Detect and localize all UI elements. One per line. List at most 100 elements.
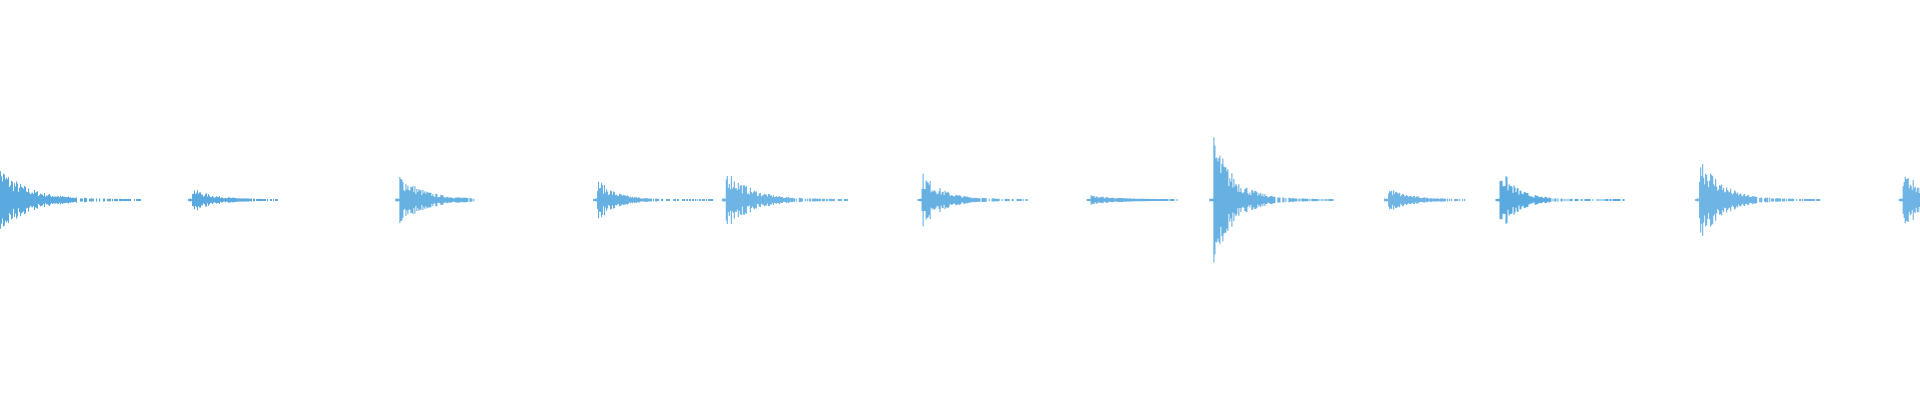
waveform-bar [918, 199, 920, 201]
waveform-bar [467, 198, 469, 202]
waveform-bar [819, 198, 821, 202]
waveform-bar [1251, 189, 1253, 211]
waveform-bar [1230, 181, 1232, 219]
waveform-bar [966, 196, 968, 204]
waveform-bar [1575, 199, 1577, 201]
waveform-bar [1780, 198, 1782, 202]
waveform-bar [473, 198, 475, 202]
waveform-bar [1394, 193, 1396, 207]
waveform-bar [960, 196, 962, 204]
waveform-bar [1157, 199, 1159, 201]
waveform-bar [1210, 198, 1212, 202]
waveform-event [395, 177, 475, 224]
waveform-bar [1398, 193, 1400, 207]
waveform-bar [1012, 199, 1014, 201]
waveform-bar [1119, 198, 1121, 202]
waveform-bar [449, 197, 451, 203]
waveform-bar [973, 198, 975, 202]
waveform-bar [1124, 198, 1126, 202]
waveform-bar [937, 193, 939, 207]
waveform-bar [595, 198, 597, 202]
waveform-bar [1170, 199, 1172, 201]
waveform-bar [197, 189, 198, 211]
waveform-bar [1025, 199, 1027, 201]
waveform-bar [844, 199, 846, 201]
waveform-bar [963, 195, 965, 205]
waveform-bar [958, 195, 960, 205]
waveform-bar [1512, 192, 1514, 208]
waveform-bar [1449, 198, 1451, 202]
waveform-bar [1538, 197, 1540, 203]
waveform-bar [1554, 198, 1556, 202]
waveform-bar [1728, 191, 1730, 209]
waveform-bar [233, 197, 234, 203]
waveform-bar [1389, 191, 1391, 210]
waveform-bar [223, 198, 224, 202]
waveform-bar [1513, 185, 1515, 215]
waveform-bar [974, 197, 976, 203]
waveform-bar [758, 193, 760, 207]
waveform-bar [425, 193, 427, 207]
waveform-bar [759, 192, 761, 208]
waveform-bar [1612, 199, 1614, 201]
waveform-bar [36, 191, 37, 209]
waveform-bar [1156, 199, 1158, 201]
waveform-bar [621, 195, 623, 205]
waveform-bar [270, 199, 271, 201]
waveform-bar [417, 191, 419, 209]
waveform-bar [1154, 198, 1156, 201]
waveform-bar [975, 197, 977, 203]
waveform-bar [1159, 198, 1161, 202]
waveform-bar [1711, 175, 1713, 225]
waveform-bar [1915, 192, 1917, 208]
waveform-bar [1101, 197, 1103, 203]
waveform-bar [1701, 176, 1703, 224]
waveform-bar [251, 198, 252, 202]
waveform-bar [601, 182, 603, 218]
waveform-bar [205, 193, 206, 207]
waveform-bar [1136, 198, 1138, 202]
waveform-bar [603, 193, 605, 207]
waveform-bar [243, 198, 244, 202]
waveform-bar [754, 191, 756, 209]
waveform-bar [724, 198, 726, 202]
waveform-event [0, 171, 141, 229]
waveform-bar [1135, 198, 1137, 202]
waveform-bar [1244, 189, 1246, 211]
waveform-bar [1515, 192, 1517, 208]
waveform-bar [1001, 199, 1003, 201]
waveform-bar [112, 198, 113, 202]
waveform-bar [1423, 197, 1425, 203]
waveform-bar [1440, 198, 1442, 202]
waveform-bar [138, 199, 139, 201]
waveform-bar [1008, 198, 1010, 202]
waveform-bar [1161, 199, 1163, 201]
waveform-bar [137, 199, 138, 201]
waveform-bar [1418, 196, 1420, 204]
waveform-bar [642, 198, 644, 202]
waveform-bar [831, 199, 833, 201]
waveform-bar [941, 192, 943, 208]
waveform-bar [1602, 199, 1604, 201]
waveform-bar [1818, 199, 1820, 201]
waveform-bar [1799, 199, 1801, 202]
waveform-bar [263, 199, 264, 201]
waveform-bar [1150, 199, 1152, 201]
waveform-bar [721, 198, 723, 202]
waveform-bar [99, 198, 100, 202]
waveform-bar [1155, 198, 1157, 201]
waveform-bar [216, 196, 217, 204]
waveform-bar [946, 192, 948, 208]
waveform-bar [218, 197, 219, 203]
waveform-bar [746, 194, 748, 206]
waveform-bar [1917, 187, 1919, 213]
waveform-bar [1226, 171, 1228, 229]
waveform-bar [935, 192, 937, 208]
waveform-bar [1146, 199, 1148, 201]
waveform-bar [813, 198, 815, 202]
waveform-bar [1138, 198, 1140, 202]
waveform-bar [1715, 179, 1717, 221]
waveform-bar [1455, 198, 1457, 202]
waveform-bar [651, 198, 653, 202]
